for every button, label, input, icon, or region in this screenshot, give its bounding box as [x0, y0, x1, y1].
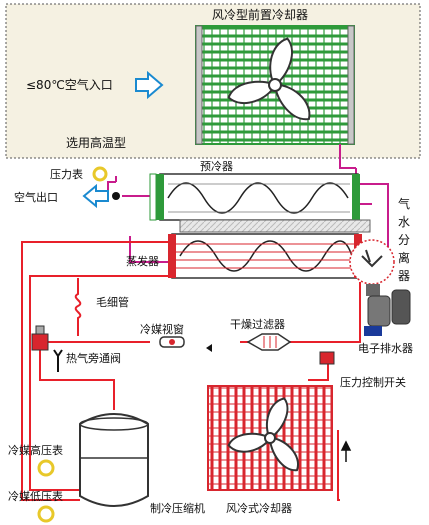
pressure-gauge-label: 压力表 — [50, 167, 83, 181]
separator-char-3: 分 — [398, 233, 410, 247]
sight-glass-label: 冷媒视窗 — [140, 322, 184, 336]
hot-gas-bypass-label: 热气旁通阀 — [66, 351, 121, 365]
arrow-icon — [82, 183, 109, 209]
precooler-label: 预冷器 — [200, 160, 233, 173]
separator-char-4: 离 — [398, 250, 410, 265]
capillary-label: 毛细管 — [96, 295, 129, 309]
pressure-gauge-icon — [92, 166, 108, 182]
evaporator-label: 蒸发器 — [126, 254, 159, 268]
arrow-icon — [53, 349, 63, 372]
compressor-label: 制冷压缩机 — [150, 501, 205, 515]
evaporator — [168, 233, 362, 279]
heat-exchanger-plate — [179, 219, 371, 233]
front-cooler-label: 风冷型前置冷却器 — [212, 7, 308, 22]
condenser — [207, 385, 333, 491]
outlet-valve-icon — [112, 192, 120, 200]
separator-char-2: 水 — [398, 215, 410, 229]
gas-water-separator — [349, 239, 395, 296]
dryer-filter — [246, 333, 292, 351]
hot-gas-bypass-valve — [31, 325, 49, 351]
separator-char-5: 器 — [398, 269, 410, 283]
high-temp-option-label: 选用高温型 — [66, 135, 126, 150]
pressure-switch — [319, 351, 335, 365]
compressor — [79, 413, 149, 507]
pressure-gauge-icon — [37, 505, 55, 523]
arrow-icon — [135, 70, 164, 100]
pressure-gauge-icon — [37, 459, 55, 477]
dryer-filter-label: 干燥过滤器 — [230, 318, 285, 331]
front-cooler — [195, 25, 355, 145]
low-pressure-gauge-label: 冷媒低压表 — [8, 489, 63, 503]
separator-char-1: 气 — [398, 196, 410, 211]
pressure-switch-label: 压力控制开关 — [340, 375, 406, 389]
precooler — [149, 173, 360, 221]
arrow-icon — [206, 344, 212, 352]
sight-glass — [159, 336, 185, 348]
drain-label: 电子排水器 — [358, 341, 413, 355]
fan-icon — [227, 397, 300, 472]
air-inlet-label: ≤80℃空气入口 — [26, 77, 113, 92]
drain-icon — [364, 289, 411, 336]
fan-icon — [227, 37, 311, 120]
condenser-label: 风冷式冷却器 — [226, 502, 292, 515]
high-pressure-gauge-label: 冷媒高压表 — [8, 443, 63, 457]
air-outlet-label: 空气出口 — [14, 190, 58, 204]
arrow-icon — [340, 440, 352, 462]
